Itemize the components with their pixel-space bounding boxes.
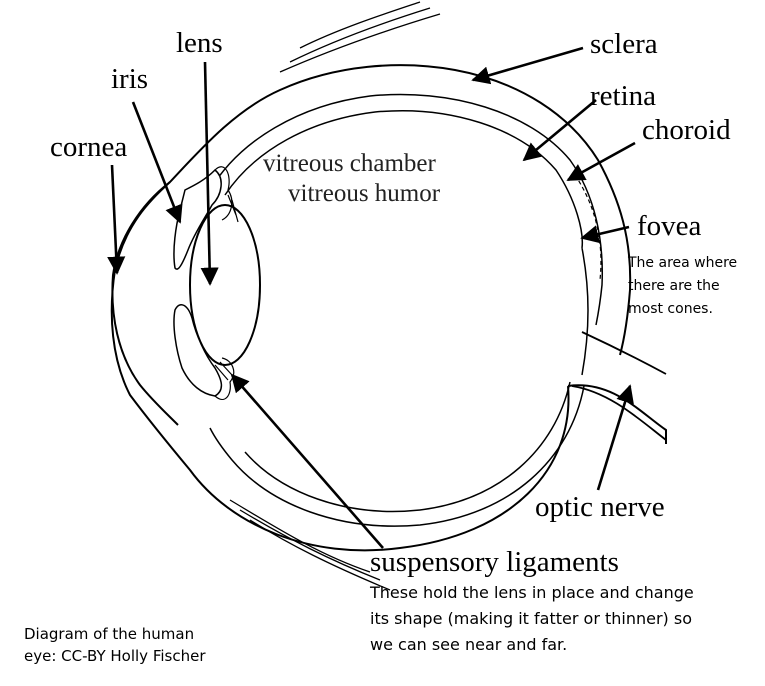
ligaments-note-line: its shape (making it fatter or thinner) … xyxy=(370,609,692,628)
label-vitreous-chamber: vitreous chamber xyxy=(263,150,436,177)
label-fovea: fovea xyxy=(637,210,702,242)
credit: Diagram of the human eye: CC-BY Holly Fi… xyxy=(24,623,206,667)
ligaments-note: These hold the lens in place and change … xyxy=(370,580,694,658)
credit-line: Diagram of the human xyxy=(24,625,195,643)
label-iris: iris xyxy=(111,63,149,95)
ciliary-body xyxy=(214,166,239,401)
label-suspensory-ligaments: suspensory ligaments xyxy=(370,546,619,578)
choroid-layer xyxy=(209,93,604,527)
label-vitreous-humor: vitreous humor xyxy=(288,180,441,207)
iris-upper xyxy=(173,168,222,270)
label-optic-nerve: optic nerve xyxy=(535,491,665,523)
fovea-note-line: there are the xyxy=(628,278,720,294)
retina-layer xyxy=(224,110,589,513)
label-choroid: choroid xyxy=(642,114,731,146)
credit-line: eye: CC-BY Holly Fischer xyxy=(24,647,206,665)
iris-lower xyxy=(173,303,223,397)
ligaments-note-line: These hold the lens in place and change xyxy=(370,583,694,602)
label-cornea: cornea xyxy=(50,131,128,163)
label-lens: lens xyxy=(176,27,223,59)
lens-shape xyxy=(189,204,261,366)
label-retina: retina xyxy=(590,80,657,112)
ligaments-note-line: we can see near and far. xyxy=(370,635,568,654)
label-arrows xyxy=(107,46,636,549)
cornea-outline xyxy=(111,181,179,426)
label-sclera: sclera xyxy=(590,28,658,60)
fovea-note: The area where there are the most cones. xyxy=(628,252,737,321)
fovea-note-line: most cones. xyxy=(628,301,713,317)
fovea-note-line: The area where xyxy=(628,255,738,271)
eyelid-upper xyxy=(279,1,441,73)
